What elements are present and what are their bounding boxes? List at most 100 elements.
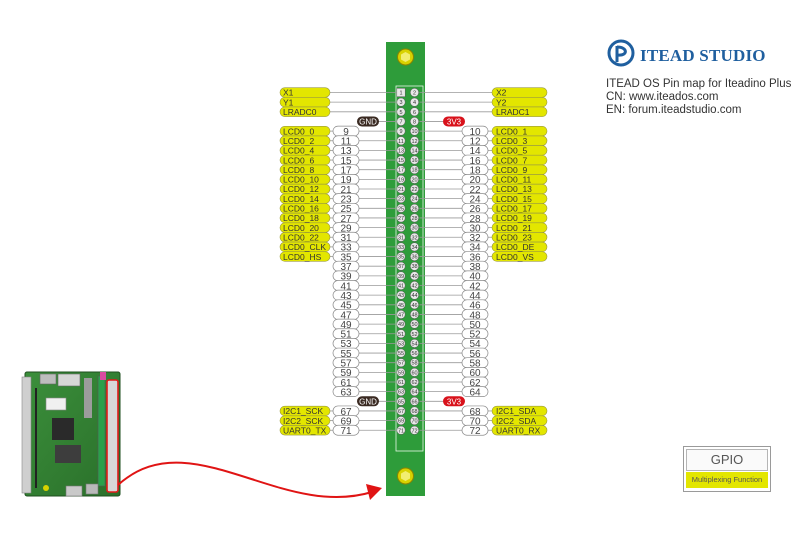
gpio-number: 32 [461,231,489,244]
function-label: LCD0_8 [279,164,331,175]
svg-text:35: 35 [340,252,352,263]
header-pin: 40 [410,271,419,281]
header-pin: 43 [396,290,406,300]
svg-text:60: 60 [411,370,417,376]
svg-text:50: 50 [469,320,481,331]
svg-text:71: 71 [398,428,404,434]
gpio-number: 41 [332,280,360,292]
svg-text:11: 11 [341,137,352,148]
svg-text:19: 19 [398,177,404,183]
svg-text:LCD0_5: LCD0_5 [496,146,527,156]
svg-text:10: 10 [469,127,481,138]
svg-text:31: 31 [340,233,352,244]
header-pin: 22 [410,184,419,194]
svg-text:30: 30 [411,226,417,232]
svg-text:LCD0_0: LCD0_0 [283,126,314,136]
svg-text:LCD0_10: LCD0_10 [283,175,319,185]
svg-text:33: 33 [398,245,404,251]
gpio-number: 16 [461,154,489,167]
header-pin: 47 [396,310,406,319]
function-label: LCD0_7 [491,154,548,165]
header-pin: 11 [396,136,406,146]
svg-text:17: 17 [398,168,404,174]
svg-text:24: 24 [469,194,481,205]
gpio-number: 63 [332,386,360,398]
svg-text:LCD0_3: LCD0_3 [496,136,527,146]
function-label: LCD0_21 [491,222,548,233]
svg-text:61: 61 [398,380,404,386]
header-pin: 3 [396,97,406,107]
svg-text:UART0_TX: UART0_TX [283,425,327,435]
function-labels: X1Y1LRADC0LCD0_0LCD0_2LCD0_4LCD0_6LCD0_8… [279,87,548,435]
svg-text:20: 20 [469,175,481,186]
svg-text:36: 36 [469,252,481,263]
itead-logo-icon [607,39,635,67]
svg-text:LCD0_2: LCD0_2 [283,136,314,146]
svg-text:63: 63 [398,390,404,396]
header-pin: 46 [410,300,419,310]
gpio-number: 51 [332,328,360,341]
svg-text:39: 39 [340,272,352,283]
svg-text:45: 45 [398,303,404,309]
svg-text:42: 42 [411,284,417,290]
svg-text:18: 18 [469,166,481,177]
svg-text:6: 6 [413,110,416,116]
function-label: UART0_TX [279,425,331,435]
function-label: LCD0_4 [279,145,331,156]
function-label: UART0_RX [491,425,548,435]
svg-text:21: 21 [340,185,352,196]
info-en: EN: forum.iteadstudio.com [606,104,742,116]
svg-text:LRADC0: LRADC0 [283,107,317,117]
svg-text:LCD0_11: LCD0_11 [496,175,532,185]
header-pin: 45 [396,300,406,310]
svg-text:48: 48 [469,310,481,321]
svg-text:13: 13 [340,146,352,157]
function-label: LCD0_DE [491,241,548,252]
header-pin: 39 [396,271,406,281]
header-pin: 31 [396,232,406,242]
svg-text:67: 67 [398,409,404,415]
header-pin: 54 [410,338,419,348]
svg-text:32: 32 [469,233,481,244]
svg-text:62: 62 [469,378,481,389]
svg-text:UART0_RX: UART0_RX [496,425,541,435]
header-pin: 25 [396,203,406,213]
svg-text:69: 69 [398,419,404,425]
svg-text:LCD0_20: LCD0_20 [283,223,319,233]
svg-text:32: 32 [411,235,417,241]
legend-box: GPIO Multiplexing Function [683,446,771,492]
svg-text:22: 22 [469,185,481,196]
function-label: LCD0_11 [491,174,548,185]
header-pin: 13 [396,145,406,155]
header-pin: 6 [410,107,419,117]
function-label: LCD0_6 [279,154,331,165]
function-label: LCD0_19 [491,212,548,223]
legend-gpio: GPIO [686,449,768,471]
gpio-number: 49 [332,318,360,331]
header-pin: 36 [410,252,419,261]
mounting-hole-bottom [397,467,414,485]
svg-text:LCD0_23: LCD0_23 [496,232,532,242]
svg-text:LCD0_CLK: LCD0_CLK [283,242,326,252]
header-pin: 34 [410,242,419,252]
svg-text:11: 11 [398,139,404,145]
svg-text:LCD0_VS: LCD0_VS [496,252,534,262]
header-pin: 19 [396,174,406,184]
svg-text:54: 54 [469,339,481,350]
header-pin: 61 [396,377,406,387]
svg-text:55: 55 [340,349,352,360]
svg-text:12: 12 [411,139,417,145]
svg-text:65: 65 [398,399,404,405]
header-pin: 26 [410,203,419,213]
svg-text:41: 41 [398,284,404,290]
svg-text:LCD0_9: LCD0_9 [496,165,527,175]
header-pin: 51 [396,329,406,339]
svg-text:27: 27 [340,214,352,225]
function-label: X2 [491,87,548,98]
gpio-number: 46 [461,299,489,312]
gpio-number: 61 [332,376,360,389]
svg-text:X2: X2 [496,88,507,98]
header-pin: 18 [410,165,419,175]
